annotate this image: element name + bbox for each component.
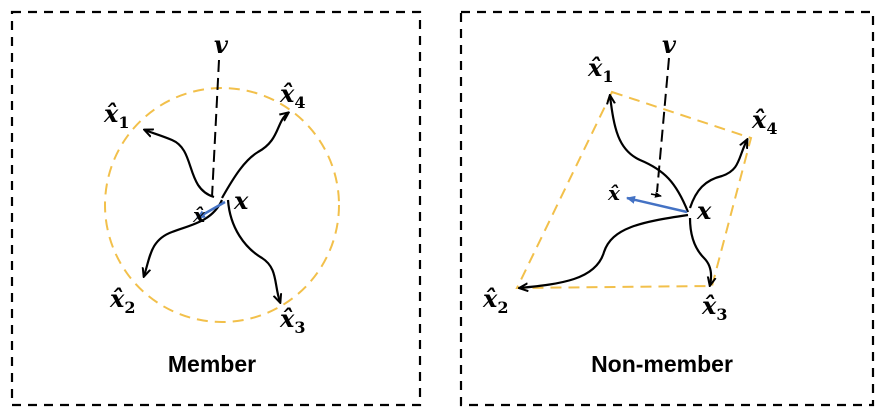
non-member-v-label: v: [662, 30, 677, 59]
non-member-panel: v x x̂ x̂1 x̂4 x̂2 x̂3 Non-member: [459, 10, 875, 407]
member-xhat-label: x̂: [192, 203, 206, 227]
member-v-line: [211, 59, 220, 198]
member-v-label: v: [214, 30, 229, 59]
member-region-circle: [104, 87, 340, 323]
member-prediction-arrow: [196, 200, 226, 220]
non-member-caption: Non-member: [591, 351, 733, 377]
member-curve-x3: [226, 199, 280, 302]
non-member-xhat-label: x̂: [607, 181, 621, 205]
non-member-x-label: x: [696, 196, 712, 225]
non-member-region-polygon: [515, 90, 753, 290]
non-member-sample-1-label: x̂1: [587, 53, 613, 86]
non-member-prediction-arrow: [626, 195, 688, 214]
non-member-curve-x4: [688, 140, 747, 209]
non-member-sample-4-label: x̂4: [751, 105, 777, 138]
non-member-sample-2-label: x̂2: [482, 284, 508, 317]
member-sample-1-label: x̂1: [103, 99, 129, 132]
member-sample-3-label: x̂3: [279, 304, 305, 337]
member-sample-2-label: x̂2: [109, 284, 135, 317]
member-curve-x4: [221, 113, 288, 199]
member-caption: Member: [168, 351, 256, 377]
member-x-label: x: [233, 186, 249, 215]
non-member-curve-x3: [688, 217, 711, 285]
member-curve-x1: [145, 130, 215, 199]
non-member-v-tip: [650, 191, 662, 198]
member-curve-x2: [144, 199, 224, 276]
non-member-curve-x2: [520, 213, 689, 288]
non-member-panel-frame: [459, 10, 875, 407]
member-sample-4-label: x̂4: [279, 79, 305, 112]
non-member-sample-3-label: x̂3: [701, 291, 727, 324]
member-panel: v x x̂ x̂1 x̂4 x̂2 x̂3 Member: [10, 10, 422, 407]
non-member-curve-x1: [610, 96, 690, 213]
non-member-v-line: [656, 57, 670, 193]
